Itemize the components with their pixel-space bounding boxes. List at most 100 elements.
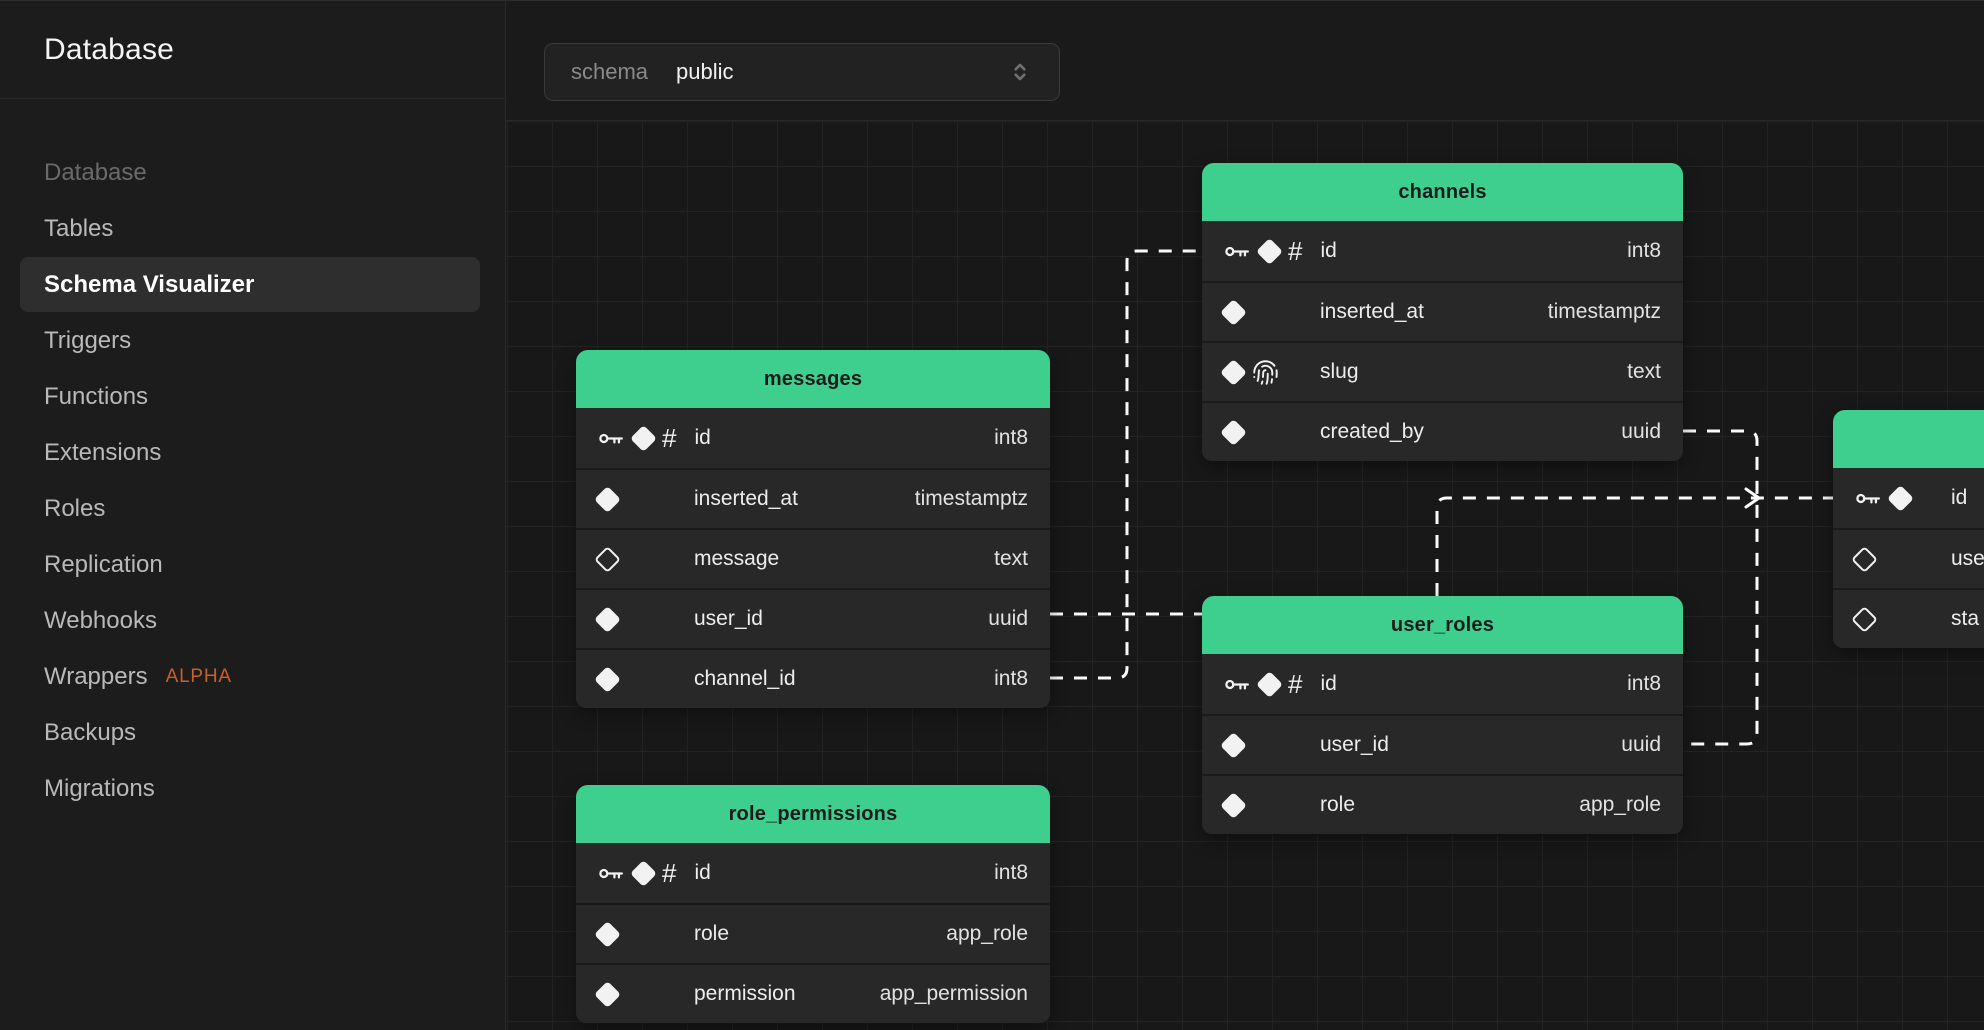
- sidebar-item-tables[interactable]: Tables: [12, 201, 493, 256]
- not-null-diamond-icon: [1220, 298, 1247, 326]
- not-null-diamond-icon: [1220, 791, 1247, 819]
- column-type: timestamptz: [914, 487, 1028, 510]
- alpha-badge: ALPHA: [165, 665, 232, 687]
- sidebar-item-functions[interactable]: Functions: [12, 369, 493, 424]
- column-type: uuid: [1621, 420, 1661, 443]
- sidebar-item-roles[interactable]: Roles: [12, 481, 493, 536]
- schema-select-label: schema: [571, 59, 649, 84]
- column-name: message: [694, 547, 780, 570]
- sidebar-item-label: Tables: [44, 214, 114, 242]
- column-name: user_id: [694, 607, 763, 630]
- schema-select[interactable]: schema public: [544, 43, 1060, 101]
- table-node-body: id use sta: [1833, 468, 1984, 648]
- not-null-diamond-icon: [1256, 237, 1283, 265]
- table-node-header[interactable]: role_permissions: [576, 785, 1050, 843]
- column-row-id: id: [1833, 468, 1984, 528]
- column-icons: [1220, 358, 1302, 386]
- table-node-header[interactable]: user_roles: [1202, 596, 1683, 654]
- sidebar-item-label: Functions: [44, 382, 149, 410]
- sidebar-item-database[interactable]: Database: [12, 145, 493, 200]
- edge-channels.created_by-to-user_roles.user_id: [1683, 429, 1759, 746]
- column-icons: [594, 605, 676, 633]
- column-type: app_role: [946, 922, 1028, 945]
- table-node-header[interactable]: [1833, 410, 1984, 468]
- column-icons: [594, 545, 676, 573]
- not-null-diamond-icon: [594, 665, 621, 693]
- unique-fingerprint-icon: [1253, 359, 1278, 385]
- column-type: timestamptz: [1547, 300, 1661, 323]
- sidebar-item-label: Triggers: [44, 326, 132, 354]
- table-node-header[interactable]: messages: [576, 350, 1050, 408]
- column-name: inserted_at: [694, 487, 798, 510]
- column-name: id: [1951, 486, 1968, 509]
- sidebar-item-replication[interactable]: Replication: [12, 537, 493, 592]
- sidebar-item-label: Schema Visualizer: [44, 270, 255, 298]
- sidebar-item-label: Roles: [44, 494, 106, 522]
- column-name: use: [1951, 547, 1984, 570]
- sidebar-item-schema-visualizer[interactable]: Schema Visualizer: [20, 257, 480, 312]
- column-icons: #: [1224, 237, 1302, 265]
- column-name: id: [694, 426, 711, 449]
- column-name: sta: [1951, 607, 1980, 630]
- sidebar-item-label: Wrappers: [44, 662, 148, 690]
- column-icons: [1220, 418, 1302, 446]
- table-name: user_roles: [1390, 613, 1495, 636]
- table-name: role_permissions: [728, 802, 898, 825]
- sidebar-header: Database: [0, 1, 505, 99]
- not-null-diamond-icon: [1220, 358, 1247, 386]
- column-type: uuid: [1621, 733, 1661, 756]
- schema-select-value: public: [676, 59, 734, 84]
- sidebar-item-migrations[interactable]: Migrations: [12, 761, 493, 816]
- sidebar-item-triggers[interactable]: Triggers: [12, 313, 493, 368]
- edge-arrowhead-icon: [1744, 487, 1761, 509]
- not-null-diamond-icon: [1887, 484, 1914, 512]
- column-row-slug: slug text: [1202, 341, 1683, 401]
- nullable-diamond-icon: [594, 545, 621, 573]
- primary-key-icon: [599, 868, 623, 878]
- column-type: int8: [994, 426, 1028, 449]
- table-node-header[interactable]: channels: [1202, 163, 1683, 221]
- table-name: messages: [763, 367, 863, 390]
- column-name: id: [1320, 672, 1337, 695]
- column-type: int8: [994, 861, 1028, 884]
- nullable-diamond-icon: [1851, 605, 1878, 633]
- primary-key-icon: [1856, 493, 1880, 503]
- sidebar-item-backups[interactable]: Backups: [12, 705, 493, 760]
- column-name: id: [1320, 239, 1337, 262]
- column-row-use: use: [1833, 528, 1984, 588]
- column-icons: [1855, 484, 1933, 512]
- column-icons: [594, 665, 676, 693]
- table-node-partial[interactable]: id use sta: [1833, 410, 1984, 648]
- relationship-edges: [1050, 249, 1833, 746]
- sidebar-item-extensions[interactable]: Extensions: [12, 425, 493, 480]
- column-type: text: [1627, 360, 1661, 383]
- column-icons: [1851, 545, 1933, 573]
- column-name: slug: [1320, 360, 1359, 383]
- column-type: app_role: [1579, 793, 1661, 816]
- sidebar-item-webhooks[interactable]: Webhooks: [12, 593, 493, 648]
- primary-key-icon: [599, 433, 623, 443]
- column-icons: [594, 920, 676, 948]
- sidebar-item-wrappers[interactable]: Wrappers ALPHA: [12, 649, 493, 704]
- table-name: channels: [1398, 180, 1487, 203]
- column-name: id: [694, 861, 711, 884]
